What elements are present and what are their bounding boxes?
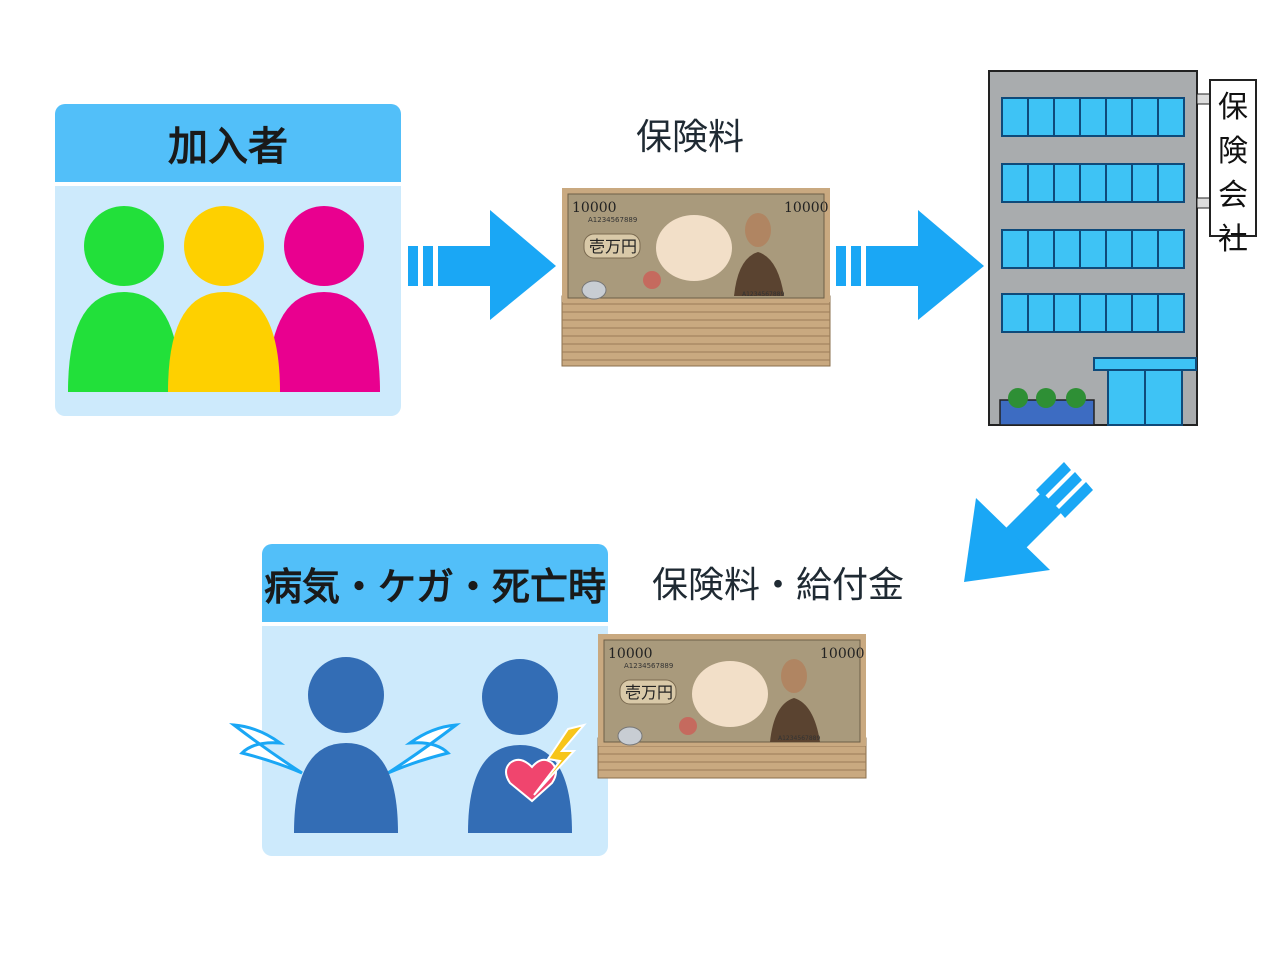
payout-label: 保険料・給付金 <box>652 565 905 606</box>
arrow-down-left-icon <box>964 462 1093 582</box>
office-building-icon <box>988 70 1257 426</box>
svg-text:10000: 10000 <box>608 646 653 662</box>
person-icon-green <box>68 206 180 392</box>
arrow-right-icon-2 <box>836 210 984 320</box>
svg-text:A1234567889: A1234567889 <box>624 662 673 670</box>
arrow-right-icon-1 <box>408 210 556 320</box>
insurer-sign-char: 険 <box>1218 134 1248 169</box>
svg-text:10000: 10000 <box>784 200 829 216</box>
svg-text:A1234567889: A1234567889 <box>588 216 637 224</box>
subscribers-group-icon <box>68 206 380 392</box>
subscribers-title: 加入者 <box>55 104 401 182</box>
insurer-sign: 保 険 会 社 <box>1210 82 1256 257</box>
person-icon-angel <box>294 657 398 833</box>
premium-label: 保険料 <box>636 117 745 158</box>
claim-title: 病気・ケガ・死亡時 <box>262 544 608 622</box>
svg-text:壱万円: 壱万円 <box>589 237 637 256</box>
subscribers-panel: 加入者 <box>55 104 401 416</box>
svg-text:壱万円: 壱万円 <box>625 683 673 702</box>
angel-wings-icon <box>229 723 461 775</box>
banknote-stack-icon-1: 10000 10000 A1234567889 壱万円 A1234567889 <box>561 188 831 367</box>
svg-text:10000: 10000 <box>820 646 865 662</box>
broken-heart-icon <box>505 758 557 803</box>
lightning-icon <box>533 723 587 796</box>
person-icon-magenta <box>268 206 380 392</box>
insurer-sign-char: 会 <box>1218 178 1248 213</box>
insurer-sign-char: 社 <box>1218 222 1248 257</box>
svg-text:A1234567889: A1234567889 <box>742 291 784 298</box>
insurer-sign-char: 保 <box>1218 90 1248 125</box>
svg-text:A1234567889: A1234567889 <box>778 735 820 742</box>
svg-text:10000: 10000 <box>572 200 617 216</box>
banknote-stack-icon-2: 10000 10000 A1234567889 壱万円 A1234567889 <box>597 634 867 779</box>
person-icon-yellow <box>168 206 280 392</box>
claim-people-icon <box>229 657 587 833</box>
